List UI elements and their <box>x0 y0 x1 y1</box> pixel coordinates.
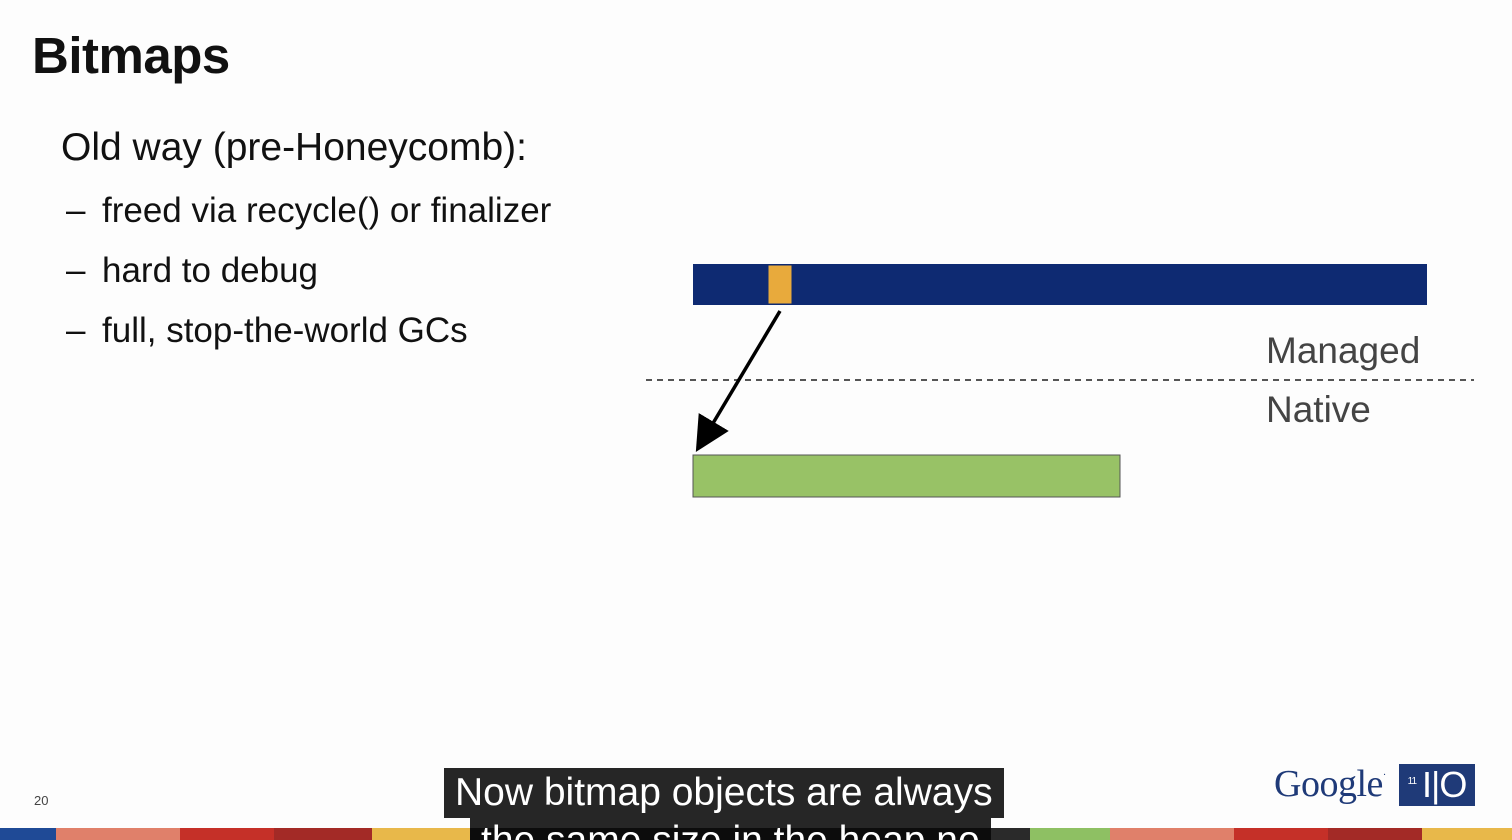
bullet-text: hard to debug <box>102 251 319 290</box>
bullet-dash: – <box>66 311 86 350</box>
stripe-segment <box>372 828 470 840</box>
stripe-segment <box>1328 828 1422 840</box>
bitmap-reference-block <box>767 264 793 305</box>
stripe-segment <box>180 828 274 840</box>
stripe-segment <box>0 828 56 840</box>
bullet-dash: – <box>66 191 86 230</box>
google-logo: Google· <box>1274 763 1386 805</box>
subtitle-caption-line-1: Now bitmap objects are always <box>444 768 1004 818</box>
io-logo-text: I|O <box>1422 764 1467 805</box>
stripe-segment <box>1234 828 1328 840</box>
bullet-item: –freed via recycle() or finalizer <box>66 190 551 250</box>
bullet-item: –full, stop-the-world GCs <box>66 310 551 370</box>
io-edition: 11 <box>1407 775 1417 787</box>
native-memory-bar <box>692 454 1121 498</box>
stripe-segment <box>274 828 372 840</box>
stripe-segment <box>1110 828 1234 840</box>
stripe-segment <box>56 828 180 840</box>
stripe-segment <box>1422 828 1512 840</box>
managed-label: Managed <box>1266 330 1421 371</box>
google-io-logo: 11 I|O <box>1399 764 1475 806</box>
bullet-text: freed via recycle() or finalizer <box>102 191 552 230</box>
subtitle-caption-line-2: the same size in the heap no <box>470 818 991 840</box>
bullet-item: –hard to debug <box>66 250 551 310</box>
bullet-dash: – <box>66 251 86 290</box>
native-label: Native <box>1266 389 1371 430</box>
slide-number: 20 <box>34 793 49 808</box>
bullet-list: –freed via recycle() or finalizer –hard … <box>66 190 551 370</box>
bullet-text: full, stop-the-world GCs <box>102 311 468 350</box>
slide-heading: Old way (pre-Honeycomb): <box>61 126 527 169</box>
google-logo-text: Google <box>1274 763 1383 805</box>
managed-heap-bar <box>693 264 1427 305</box>
stripe-segment <box>1030 828 1110 840</box>
pointer-arrow <box>695 310 782 453</box>
slide-title: Bitmaps <box>32 27 230 84</box>
